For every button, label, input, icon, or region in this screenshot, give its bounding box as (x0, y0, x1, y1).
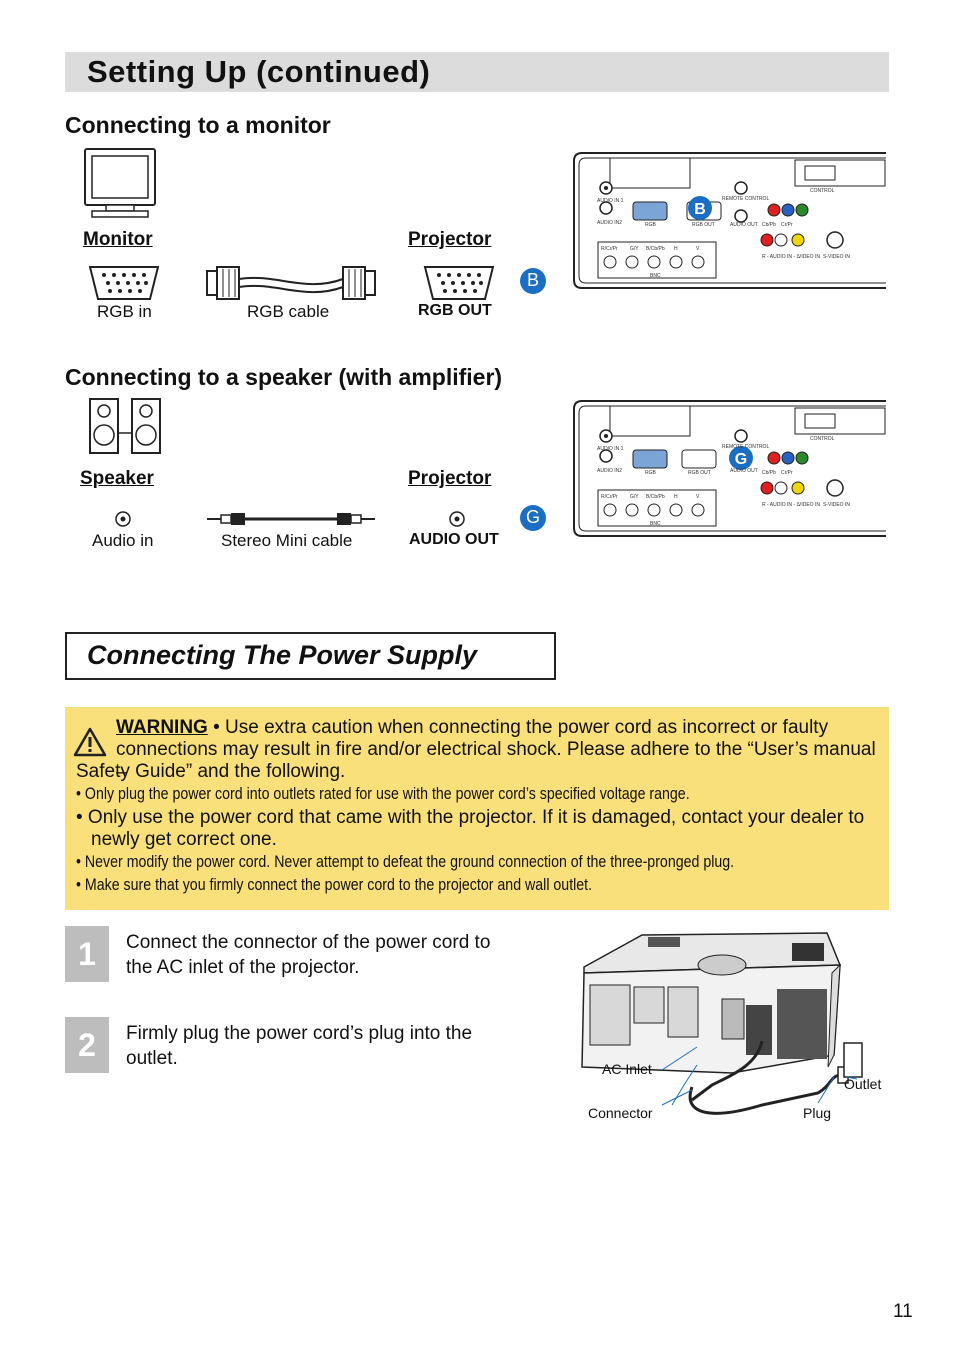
panel-audio-in-2: AUDIO IN2 (597, 468, 622, 474)
panel-b-cb-pb: B/Cb/Pb (646, 246, 665, 252)
panel-v: V (696, 494, 700, 500)
stereo-mini-cable-icon (207, 513, 375, 525)
step-1-text: Connect the connector of the power cord … (126, 930, 490, 980)
warning-label: WARNING (116, 717, 208, 738)
panel-v: V (696, 246, 700, 252)
panel-audio-in-1: AUDIO IN 1 (597, 446, 624, 452)
panel-control: CONTROL (810, 436, 835, 442)
panel-audio-out: AUDIO OUT (730, 468, 758, 474)
panel-video-in: VIDEO IN (798, 502, 820, 508)
panel-audio-out: AUDIO OUT (730, 222, 758, 228)
panel-rgb: RGB (645, 222, 657, 228)
panel-s-video-in: S-VIDEO IN (823, 254, 850, 260)
rgb-cable-icon (206, 266, 376, 300)
panel-badge-b: B (694, 201, 706, 218)
monitor-heading: Connecting to a monitor (65, 112, 331, 138)
panel-r-audio-in-l: R - AUDIO IN - L (762, 502, 799, 508)
panel-audio-in-1: AUDIO IN 1 (597, 198, 624, 204)
step-2-line-1: Firmly plug the power cord’s plug into t… (126, 1023, 473, 1044)
step-2-text: Firmly plug the power cord’s plug into t… (126, 1021, 472, 1071)
projector-label-speaker: Projector (408, 468, 492, 489)
rgb-out-connector-icon (423, 266, 495, 300)
warning-intro-1: • Use extra caution when connecting the … (213, 717, 829, 738)
warning-bullet-2a: • Only use the power cord that came with… (76, 807, 865, 828)
audio-in-jack-icon (115, 511, 131, 527)
panel-badge-g: G (735, 451, 747, 468)
warning-bullet-2b: newly get correct one. (91, 829, 277, 850)
rgb-out-caption: RGB OUT (418, 302, 492, 319)
panel-rgb-out: RGB OUT (692, 222, 715, 228)
step-2-line-2: outlet. (126, 1048, 178, 1069)
warning-triangle-icon (73, 727, 107, 757)
panel-video-in: VIDEO IN (798, 254, 820, 260)
warning-bullet-1: • Only plug the power cord into outlets … (76, 785, 690, 803)
warning-bullet-4: • Make sure that you firmly connect the … (76, 876, 593, 894)
panel-audio-in-2: AUDIO IN2 (597, 220, 622, 226)
panel-h: H (674, 494, 678, 500)
projector-power-diagram (581, 932, 863, 1115)
power-supply-heading: Connecting The Power Supply (87, 640, 478, 670)
panel-rgb: RGB (645, 470, 657, 476)
projector-label-monitor: Projector (408, 229, 492, 250)
monitor-label: Monitor (83, 229, 153, 250)
panel-h: H (674, 246, 678, 252)
rear-panel-monitor-diagram: B AUDIO IN 1 AUDIO IN2 RGB RGB OUT REMOT… (573, 152, 886, 289)
plug-label: Plug (803, 1105, 832, 1121)
panel-g-y: G/Y (630, 246, 639, 252)
panel-bnc: BNC (650, 521, 661, 527)
step-1-line-1: Connect the connector of the power cord … (126, 932, 491, 953)
title-bar: Setting Up (continued) (65, 52, 889, 92)
warning-intro-2: connections may result in fire and/or el… (116, 739, 876, 783)
connector-label: Connector (588, 1105, 653, 1121)
panel-r-audio-in-l: R - AUDIO IN - L (762, 254, 799, 260)
power-supply-heading-box: Connecting The Power Supply (65, 632, 556, 680)
outlet-label: Outlet (844, 1076, 882, 1092)
page-title: Setting Up (continued) (87, 54, 431, 89)
audio-out-caption: AUDIO OUT (409, 531, 499, 548)
rgb-in-connector-icon (88, 266, 160, 300)
stereo-mini-cable-caption: Stereo Mini cable (221, 531, 353, 550)
panel-bnc: BNC (650, 273, 661, 279)
panel-r-cr-pr: R/Cr/Pr (601, 246, 618, 252)
speaker-icon (89, 398, 161, 454)
rear-panel-speaker-diagram: G AUDIO IN 1 AUDIO IN2 RGB RGB OUT REMOT… (573, 400, 886, 537)
page-number: 11 (893, 1301, 913, 1322)
panel-cr-pr: Cr/Pr (781, 470, 793, 476)
speaker-label: Speaker (80, 468, 154, 489)
speaker-heading: Connecting to a speaker (with amplifier) (65, 364, 503, 390)
audio-in-caption: Audio in (92, 531, 154, 550)
badge-b: B (520, 268, 546, 294)
audio-out-jack-icon (449, 511, 465, 527)
step-1-line-2: the AC inlet of the projector. (126, 957, 360, 978)
panel-remote-control: REMOTE CONTROL (722, 196, 769, 202)
badge-g: G (520, 505, 546, 531)
step-2-number: 2 (65, 1017, 109, 1073)
rgb-cable-caption: RGB cable (247, 302, 330, 321)
rgb-in-caption: RGB in (97, 302, 152, 321)
panel-g-y: G/Y (630, 494, 639, 500)
monitor-icon (84, 148, 156, 218)
panel-cb-pb: Cb/Pb (762, 470, 776, 476)
panel-r-cr-pr: R/Cr/Pr (601, 494, 618, 500)
step-1-number: 1 (65, 926, 109, 982)
panel-remote-control: REMOTE CONTROL (722, 444, 769, 450)
warning-intro-3: Safety Guide” and the following. (76, 761, 346, 782)
panel-rgb-out: RGB OUT (688, 470, 711, 476)
panel-cb-pb: Cb/Pb (762, 222, 776, 228)
warning-box: WARNING • Use extra caution when connect… (65, 707, 889, 910)
panel-cr-pr: Cr/Pr (781, 222, 793, 228)
ac-inlet-label: AC Inlet (602, 1061, 652, 1077)
warning-bullet-3: • Never modify the power cord. Never att… (76, 853, 735, 871)
panel-b-cb-pb: B/Cb/Pb (646, 494, 665, 500)
panel-s-video-in: S-VIDEO IN (823, 502, 850, 508)
panel-control: CONTROL (810, 188, 835, 194)
